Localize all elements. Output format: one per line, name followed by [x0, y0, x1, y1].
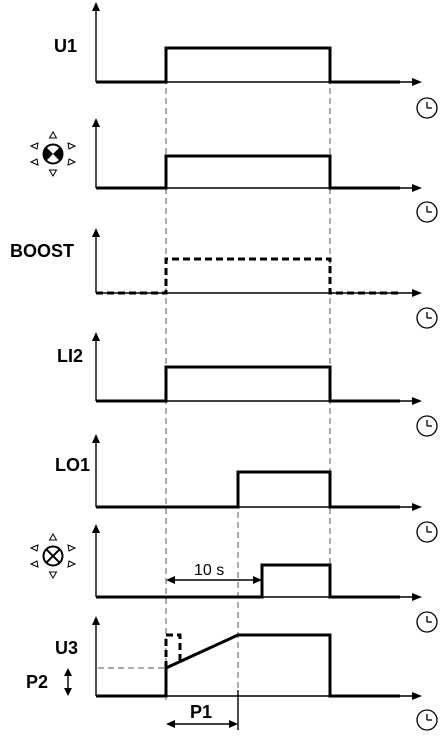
delay-label: 10 s — [194, 562, 224, 579]
signal-lamp-filled-icon — [29, 131, 77, 177]
row-boost: BOOST — [10, 228, 438, 329]
clock-icon — [416, 611, 438, 633]
guide-lines — [98, 48, 331, 700]
lo1-label: LO1 — [55, 455, 90, 475]
clock-icon — [416, 521, 438, 543]
clock-icon — [416, 709, 438, 731]
row-u3: U3 P2 P1 — [26, 616, 438, 731]
clock-icon — [416, 415, 438, 437]
u1-label: U1 — [54, 36, 77, 56]
row-u1: U1 — [54, 2, 438, 119]
p1-label: P1 — [190, 702, 212, 722]
clock-icon — [416, 307, 438, 329]
row-li2: LI2 — [57, 332, 438, 437]
clock-icon — [416, 97, 438, 119]
li2-label: LI2 — [57, 346, 83, 366]
row-lamp-off: 10 s — [29, 524, 438, 633]
boost-label: BOOST — [10, 241, 74, 261]
u3-label: U3 — [55, 638, 78, 658]
row-lamp-on — [29, 118, 438, 223]
row-lo1: LO1 — [55, 434, 438, 543]
signal-lamp-crossed-icon — [29, 533, 77, 579]
p2-label: P2 — [26, 672, 48, 692]
clock-icon — [416, 201, 438, 223]
